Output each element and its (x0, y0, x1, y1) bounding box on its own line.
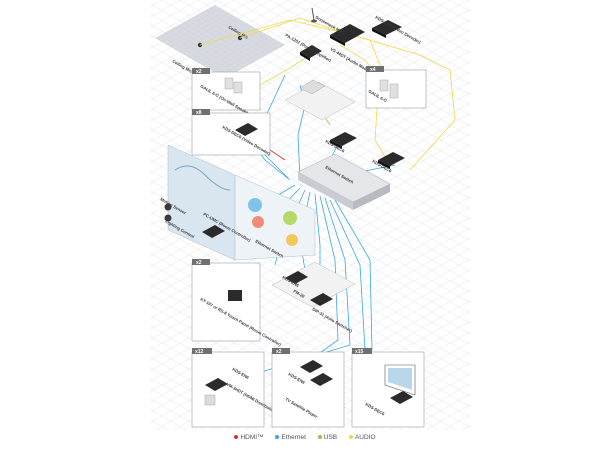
legend-dot (275, 435, 280, 440)
badge-touch-text: x2 (196, 260, 202, 266)
badge-b2-text: x2 (276, 349, 282, 355)
legend-label: USB (323, 434, 338, 441)
room-b1 (191, 351, 265, 428)
audio-line (199, 19, 391, 166)
ethernet-line (334, 199, 373, 351)
badge-b3-text: x15 (355, 349, 364, 355)
ethernet-line (309, 195, 339, 361)
legend-dot (234, 435, 239, 440)
audio-line (239, 17, 456, 171)
legend: HDMI™ Ethernet USB AUDIO (0, 434, 610, 441)
room-touch (191, 262, 261, 342)
legend-label: AUDIO (354, 434, 376, 441)
legend-label: HDMI™ (240, 434, 264, 441)
badge-speakers-text: x2 (196, 69, 202, 75)
room-speakers (191, 71, 261, 111)
badge-rack (366, 66, 384, 72)
badge-touch (192, 259, 210, 265)
encoder-table (271, 261, 356, 308)
legend-item-ethernet: Ethernet (275, 434, 306, 441)
legend-item-hdmi: HDMI™ (234, 434, 264, 441)
badge-projector-text: x8 (196, 110, 202, 116)
badge-b2 (272, 348, 290, 354)
badge-b3 (352, 348, 372, 354)
badge-rack-text: x4 (370, 67, 376, 73)
legend-item-usb: USB (317, 434, 338, 441)
badge-b1 (192, 348, 212, 354)
badge-speakers (192, 68, 210, 74)
legend-dot (348, 435, 353, 440)
badge-projector (192, 109, 210, 115)
kds-enc2-label: FM-20 (293, 289, 307, 300)
legend-dot (317, 435, 322, 440)
legend-label: Ethernet (281, 434, 306, 441)
legend-item-audio: AUDIO (348, 434, 376, 441)
badge-b1-text: x12 (195, 349, 204, 355)
room-projector (191, 112, 271, 156)
